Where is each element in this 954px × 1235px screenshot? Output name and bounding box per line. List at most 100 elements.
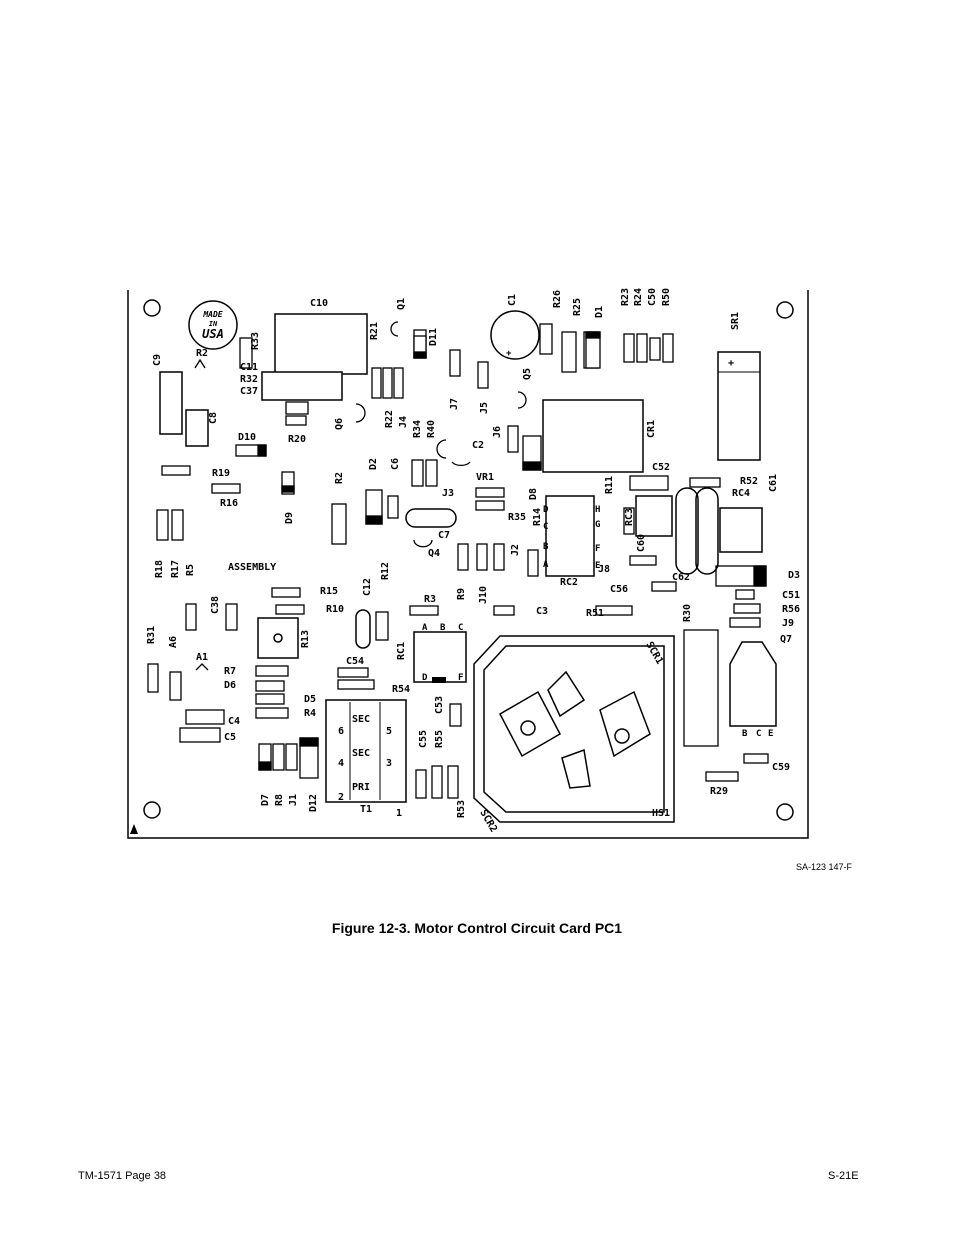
component-designator: R4 (304, 708, 316, 719)
component-designator: R26 (552, 290, 563, 308)
component-designator: R35 (508, 512, 526, 523)
pin-letter: F (595, 544, 600, 554)
pin-letter: B (543, 542, 549, 552)
component-designator: R30 (682, 604, 693, 622)
pin-letter: D (543, 505, 549, 515)
component-designator: J8 (598, 564, 610, 575)
component-designator: C50 (647, 288, 658, 306)
component-designator: C60 (636, 534, 647, 552)
component-designator: D9 (284, 512, 295, 524)
component-designator: A6 (168, 636, 179, 648)
component-designator: R7 (224, 666, 236, 677)
component-designator: R53 (456, 800, 467, 818)
pin-letter: B (440, 623, 446, 633)
component-designator: C12 (362, 578, 373, 596)
mounting-hole-tl (143, 299, 161, 317)
component-designator: C9 (152, 354, 163, 366)
component-designator: VR1 (476, 472, 494, 483)
component-designator: R24 (633, 288, 644, 306)
component-designator: D5 (304, 694, 316, 705)
component-designator: R54 (392, 684, 410, 695)
component-designator: R8 (274, 794, 285, 806)
component-designator: J2 (510, 544, 521, 556)
component-designator: R56 (782, 604, 800, 615)
component-designator: Q4 (428, 548, 440, 559)
pin-letter: C (756, 729, 761, 739)
figure-caption: Figure 12-3. Motor Control Circuit Card … (331, 920, 623, 936)
component-designator: D3 (788, 570, 800, 581)
c10-capacitor-body (274, 313, 368, 375)
component-designator: R20 (288, 434, 306, 445)
component-designator: C51 (782, 590, 800, 601)
component-designator: C61 (768, 474, 779, 492)
diode-group (235, 331, 767, 779)
component-designator: R5 (185, 564, 196, 576)
assembly-label: ASSEMBLY (228, 562, 276, 573)
pin-letter: E (595, 561, 600, 571)
component-designator: C54 (346, 656, 364, 667)
c7-capacitor (405, 508, 457, 528)
component-designator: D12 (308, 794, 319, 812)
sr1-body (717, 351, 761, 461)
resistor-group (147, 323, 719, 799)
component-designator: D7 (260, 794, 271, 806)
component-designator: C11 (240, 362, 258, 373)
component-designator: SCR1 (643, 640, 665, 666)
component-designator: C37 (240, 386, 258, 397)
component-designator: R18 (154, 560, 165, 578)
footer-document-code: S-21E (828, 1170, 859, 1182)
component-designator: R10 (326, 604, 344, 615)
component-designator: Q6 (334, 418, 345, 430)
component-designator: C53 (434, 696, 445, 714)
made-in-usa-logo-icon: MADE IN USA (188, 300, 238, 350)
component-designator: R2 (334, 472, 345, 484)
component-designator: C52 (652, 462, 670, 473)
component-designator: R32 (240, 374, 258, 385)
component-designator: C3 (536, 606, 548, 617)
t1-pin-label: 6 (338, 726, 344, 737)
t1-pin-label: 1 (396, 808, 402, 819)
mounting-hole-br (776, 803, 794, 821)
component-designator: C2 (472, 440, 484, 451)
t1-winding-label: SEC (352, 748, 370, 759)
orientation-marker-icon (130, 824, 138, 834)
c12-capacitor (355, 609, 371, 649)
component-designator: R12 (380, 562, 391, 580)
pin-letter: H (595, 505, 600, 515)
component-designator: R51 (586, 608, 604, 619)
component-designator: R55 (434, 730, 445, 748)
component-designator: R33 (250, 332, 261, 350)
component-designator: D11 (428, 328, 439, 346)
component-designator: R52 (740, 476, 758, 487)
component-designator: C5 (224, 732, 236, 743)
component-designator: D6 (224, 680, 236, 691)
component-designator: Q7 (780, 634, 792, 645)
c8-body (185, 409, 209, 447)
component-designator: RC2 (560, 577, 578, 588)
t1-pin-label: 2 (338, 792, 344, 803)
component-designator: C1 (507, 294, 518, 306)
svg-text:+: + (506, 349, 512, 359)
pin-letter: D (422, 673, 428, 683)
component-designator: C59 (772, 762, 790, 773)
pin-letter: C (543, 522, 548, 532)
mounting-hole-bl (143, 801, 161, 819)
component-designator: R31 (146, 626, 157, 644)
component-designator: D1 (594, 306, 605, 318)
component-designator: Q5 (522, 368, 533, 380)
c62-capacitor (695, 487, 719, 575)
component-designator: R22 (384, 410, 395, 428)
logo-text: MADE (202, 310, 222, 319)
component-designator: R23 (620, 288, 631, 306)
drawing-reference-number: SA-123 147-F (796, 862, 853, 872)
cr1-relay-body (542, 399, 644, 473)
small-capacitor-group (194, 321, 527, 671)
mounting-hole-tr (776, 301, 794, 319)
pin-letter: C (458, 623, 463, 633)
component-designator: R29 (710, 786, 728, 797)
component-designator: C10 (310, 298, 328, 309)
c60-capacitor (675, 487, 699, 575)
component-designator: J1 (288, 794, 299, 806)
component-designator: SCR2 (477, 808, 499, 834)
sr1-plus-sign: + (728, 358, 734, 369)
